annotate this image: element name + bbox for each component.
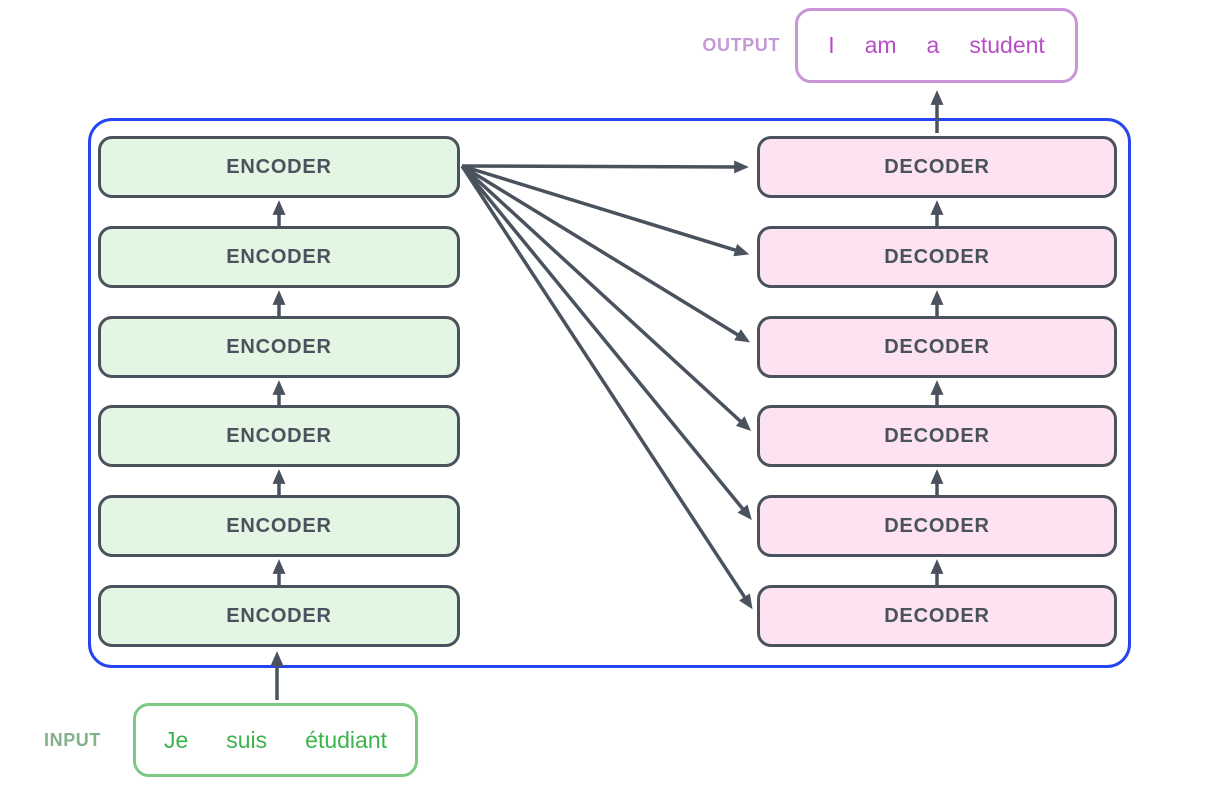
decoder-box-1: DECODER (757, 585, 1117, 647)
input-word: étudiant (305, 726, 388, 753)
output-word: am (864, 32, 897, 58)
encoder-box-2: ENCODER (98, 495, 460, 557)
input-sentence-box: Je suis étudiant (133, 703, 418, 777)
encoder-label: ENCODER (226, 604, 332, 627)
decoder-box-2: DECODER (757, 495, 1117, 557)
encoder-box-3: ENCODER (98, 405, 460, 467)
decoder-label: DECODER (884, 245, 990, 268)
encoder-decoder-stack-frame (88, 118, 1131, 668)
encoder-box-1: ENCODER (98, 585, 460, 647)
decoder-box-6: DECODER (757, 136, 1117, 198)
encoder-label: ENCODER (226, 424, 332, 447)
decoder-box-3: DECODER (757, 405, 1117, 467)
decoder-label: DECODER (884, 155, 990, 178)
decoder-box-4: DECODER (757, 316, 1117, 378)
output-sentence-box: I am a student (795, 8, 1078, 83)
encoder-box-4: ENCODER (98, 316, 460, 378)
input-word: Je (163, 726, 189, 753)
input-word: suis (226, 726, 268, 753)
input-label: INPUT (44, 730, 101, 750)
decoder-label: DECODER (884, 514, 990, 537)
output-word: student (969, 32, 1045, 58)
output-label: OUTPUT (702, 35, 780, 55)
encoder-label: ENCODER (226, 155, 332, 178)
encoder-box-6: ENCODER (98, 136, 460, 198)
encoder-label: ENCODER (226, 335, 332, 358)
encoder-label: ENCODER (226, 514, 332, 537)
output-word: I (828, 32, 835, 58)
decoder-label: DECODER (884, 604, 990, 627)
decoder-label: DECODER (884, 335, 990, 358)
output-word: a (926, 32, 940, 58)
encoder-box-5: ENCODER (98, 226, 460, 288)
decoder-label: DECODER (884, 424, 990, 447)
decoder-box-5: DECODER (757, 226, 1117, 288)
encoder-label: ENCODER (226, 245, 332, 268)
